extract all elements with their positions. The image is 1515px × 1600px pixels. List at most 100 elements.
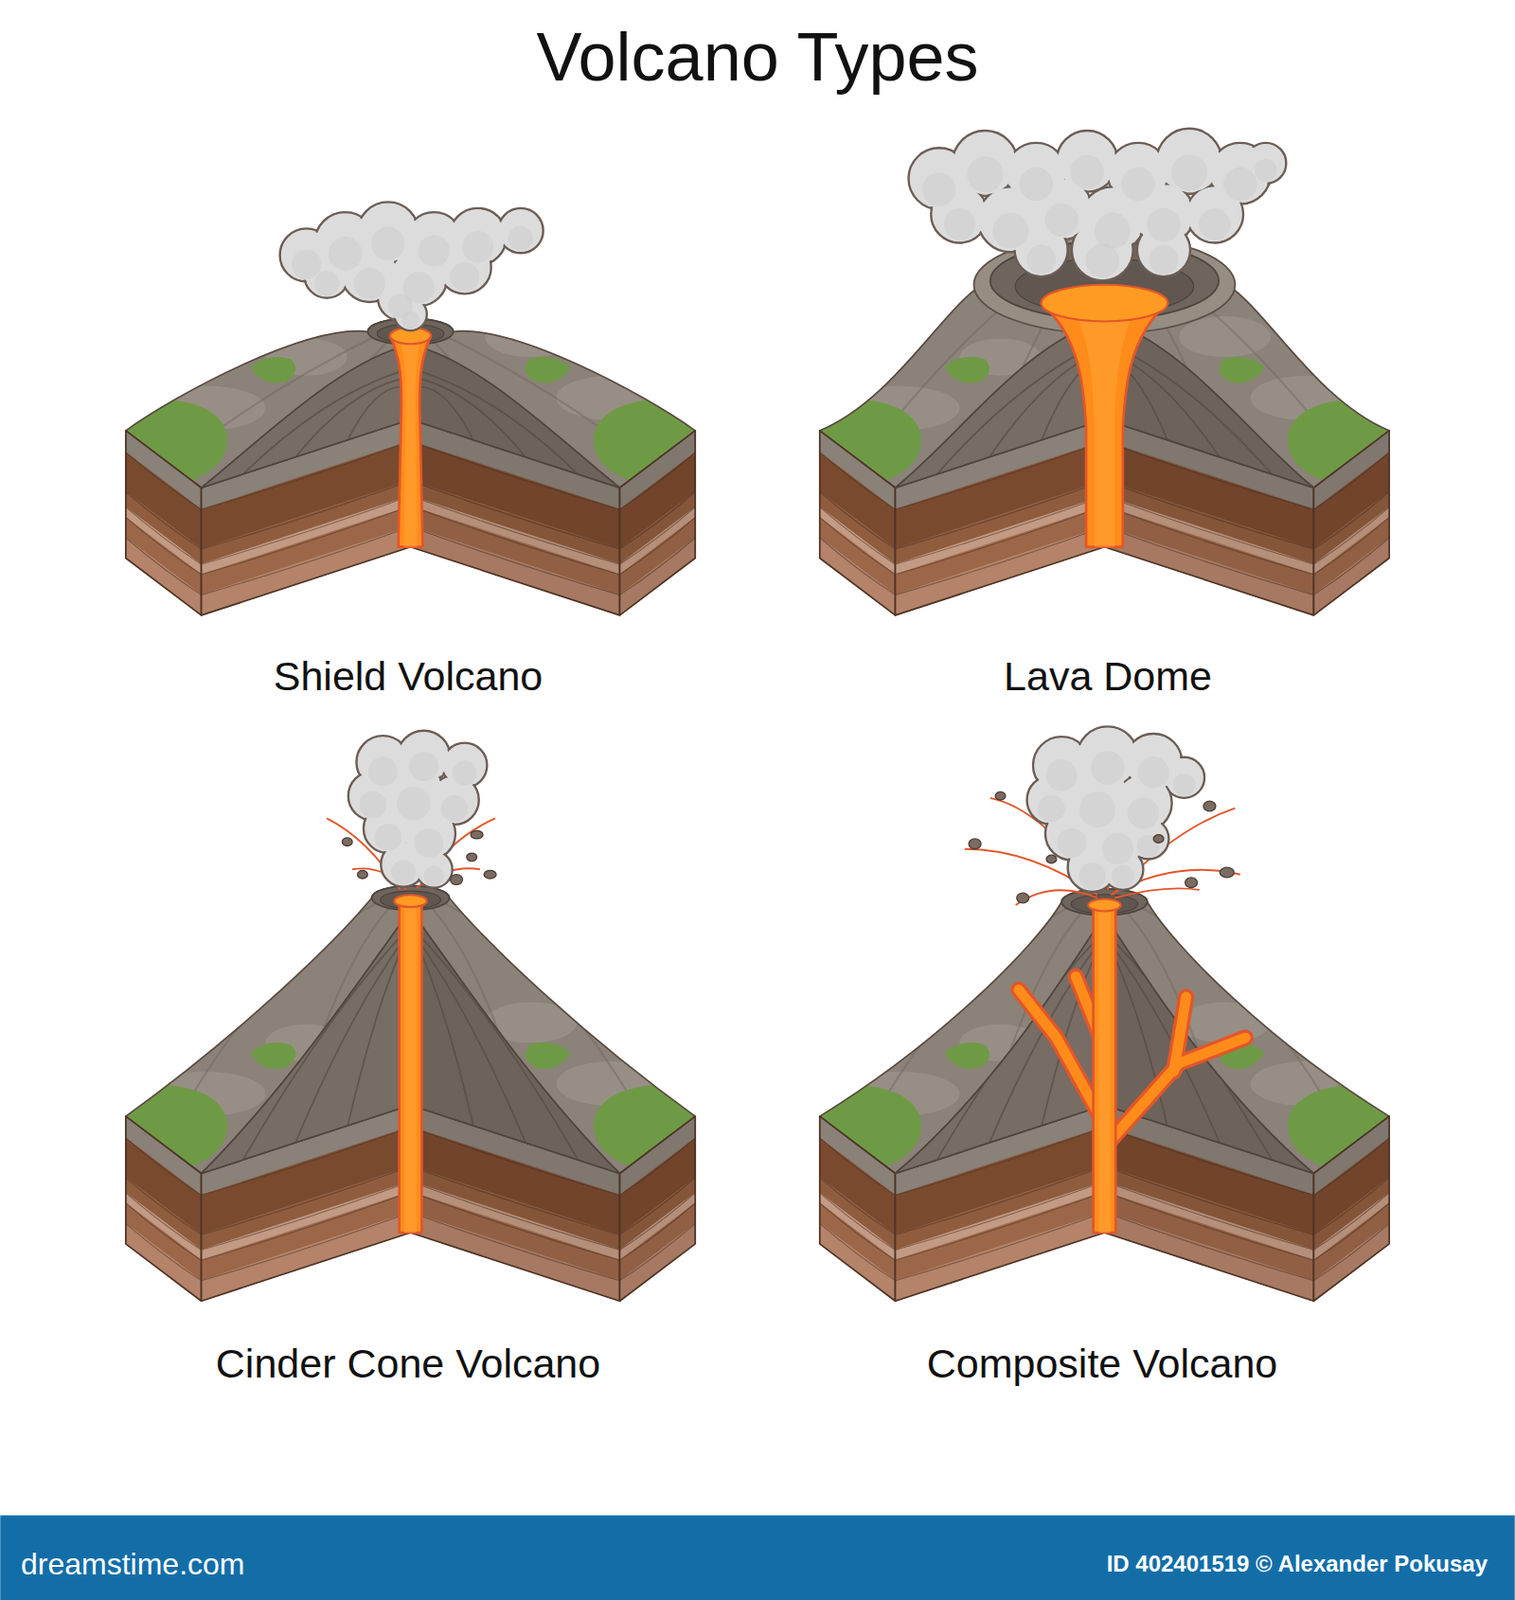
smoke-cloud-part: [1026, 244, 1056, 274]
credit-text: ID 402401519 © Alexander Pokusay: [1106, 1550, 1488, 1579]
smoke-cloud-part: [441, 795, 468, 822]
smoke-cloud-part: [1127, 797, 1159, 829]
smoke-cloud: [1027, 726, 1206, 892]
magma-conduit: [1018, 899, 1246, 1233]
strata-faces-part: [125, 537, 202, 616]
cone-section: [201, 909, 411, 1174]
smoke-cloud-part: [396, 786, 431, 821]
section-lines-part: [347, 386, 401, 440]
smoke-cloud-part: [1149, 244, 1179, 274]
strata-faces-part: [201, 1212, 411, 1302]
crater-part: [380, 891, 442, 909]
strata-faces-part: [619, 430, 696, 616]
magma-conduit-part: [1174, 997, 1187, 1072]
diagram-title: Volcano Types: [535, 16, 979, 98]
smoke-cloud-part: [499, 210, 542, 252]
strata-faces-part: [125, 1116, 202, 1302]
volcanic-bomb-part: [466, 853, 478, 862]
strata-faces-part: [819, 1223, 896, 1302]
smoke-cloud-part: [1165, 758, 1204, 797]
smoke-cloud-part: [449, 262, 480, 292]
smoke-cloud-part: [462, 231, 494, 263]
section-lines-part: [1114, 345, 1272, 474]
section-lines: [937, 345, 1095, 474]
smoke-cloud-part: [1018, 167, 1053, 202]
smoke-cloud-part: [1069, 155, 1105, 190]
smoke-cloud: [348, 730, 488, 889]
strata-faces-part: [1313, 1116, 1390, 1302]
strata-faces-part: [895, 1212, 1106, 1302]
smoke-cloud-part: [1078, 862, 1106, 890]
magma-conduit-part: [390, 336, 431, 548]
section-lines-part: [243, 371, 401, 474]
smoke-cloud-part: [1044, 202, 1079, 237]
smoke-cloud-part: [1138, 756, 1170, 788]
volcanic-bomb-part: [1153, 835, 1164, 844]
smoke-cloud-part: [452, 761, 478, 786]
section-lines-part: [295, 944, 401, 1143]
volcanic-bomb-part: [450, 874, 464, 886]
magma-conduit-part: [1098, 905, 1111, 1233]
section-lines-part: [420, 378, 526, 457]
cone-section: [201, 344, 411, 488]
volcanic-bomb-part: [1185, 877, 1198, 889]
smoke-cloud-part: [992, 213, 1029, 250]
section-lines-part: [243, 936, 401, 1160]
magma-conduit-part: [1087, 899, 1121, 912]
smoke-cloud-part: [1046, 759, 1078, 791]
volcano-block: [102, 730, 719, 1302]
smoke-cloud: [909, 128, 1287, 282]
strata-faces-part: [619, 1116, 696, 1302]
strata-faces-part: [125, 430, 202, 616]
smoke-cloud-part: [368, 757, 398, 787]
strata-faces-part: [895, 526, 1106, 616]
smoke-cloud-part: [1086, 244, 1121, 279]
smoke-cloud-part: [358, 791, 386, 819]
section-lines: [243, 936, 401, 1160]
volcanic-bomb-part: [483, 870, 497, 879]
smoke-cloud: [280, 201, 544, 331]
smoke-cloud-part: [374, 823, 402, 851]
section-lines: [243, 371, 401, 474]
volcanic-bomb-part: [1016, 892, 1030, 904]
smoke-cloud-part: [409, 751, 439, 782]
crater: [372, 886, 450, 911]
magma-conduit: [390, 327, 431, 548]
crater-part: [372, 886, 450, 911]
section-lines-part: [295, 378, 401, 457]
smoke-cloud-part: [1254, 159, 1278, 182]
volcanic-bomb-part: [357, 870, 369, 879]
magma-conduit-part: [1041, 303, 1169, 548]
smoke-cloud-part: [424, 865, 445, 886]
section-lines: [1114, 345, 1272, 474]
volcanic-bomb-part: [1219, 867, 1234, 878]
smoke-cloud-part: [1094, 213, 1131, 250]
strata-faces-part: [1313, 1116, 1390, 1302]
strata-faces-part: [819, 537, 896, 616]
volcano-type-label: Cinder Cone Volcano: [215, 1339, 601, 1390]
section-lines-part: [420, 386, 474, 440]
section-lines-part: [420, 944, 526, 1143]
volcanic-bomb-part: [995, 791, 1006, 801]
volcanic-bomb: [968, 791, 1234, 903]
smoke-cloud-part: [944, 208, 976, 240]
crater-part: [1070, 894, 1139, 914]
smoke-cloud-part: [508, 226, 534, 251]
strata-faces-part: [125, 1223, 202, 1302]
volcano-block: [102, 201, 719, 616]
smoke-cloud-part: [1079, 791, 1116, 828]
smoke-cloud-part: [1198, 208, 1230, 240]
strata-faces-part: [201, 526, 411, 616]
magma-conduit-part: [393, 894, 427, 908]
strata-faces-part: [619, 430, 696, 616]
smoke-cloud-part: [314, 270, 339, 296]
smoke-cloud-part: [1158, 130, 1221, 194]
watermark-text: dreamstime.com: [20, 1546, 246, 1583]
magma-conduit-part: [404, 901, 417, 1233]
volcano-type-label: Composite Volcano: [926, 1339, 1279, 1390]
volcano-type-label: Shield Volcano: [273, 652, 544, 702]
cone-section: [410, 909, 621, 1174]
smoke-cloud-part: [1121, 167, 1156, 202]
cone-section: [410, 344, 621, 488]
smoke-cloud-part: [1111, 865, 1135, 889]
